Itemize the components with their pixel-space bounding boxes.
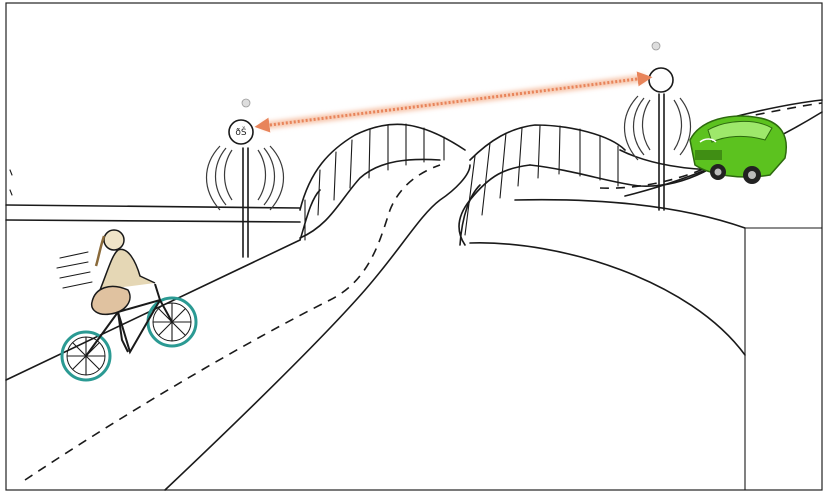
railing-post bbox=[500, 133, 506, 198]
frame-step bbox=[745, 228, 822, 490]
edge-mark bbox=[10, 170, 12, 195]
car-icon bbox=[690, 116, 786, 184]
left-wave-icon bbox=[207, 146, 284, 210]
left-sign-label: ðŠ bbox=[235, 126, 247, 138]
cyclist-icon bbox=[57, 230, 196, 380]
double-arrow-icon bbox=[262, 78, 645, 126]
railing-post bbox=[538, 126, 540, 178]
railing-post bbox=[518, 128, 522, 186]
left-railing bbox=[300, 124, 465, 240]
railing-post bbox=[334, 152, 336, 200]
railing-post bbox=[482, 143, 490, 215]
railing-post bbox=[350, 140, 352, 188]
right-wave-icon bbox=[625, 96, 691, 160]
right-railing bbox=[460, 125, 722, 245]
frame bbox=[6, 3, 822, 490]
railing-post bbox=[559, 126, 560, 174]
